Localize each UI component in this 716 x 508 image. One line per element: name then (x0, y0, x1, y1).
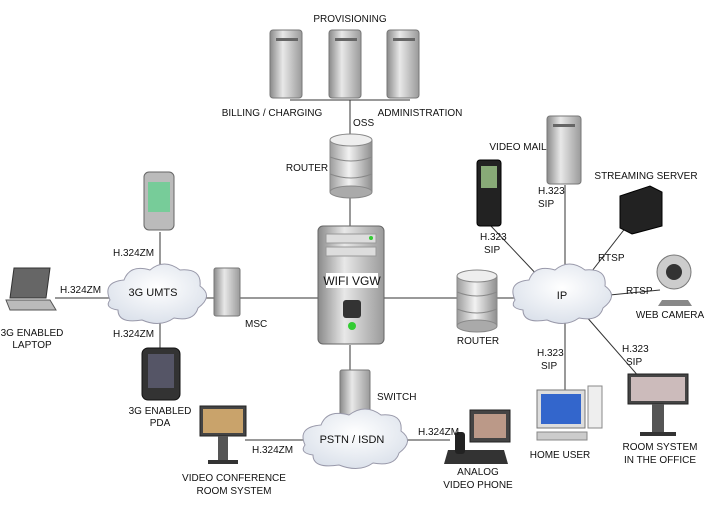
msc-icon (213, 267, 241, 317)
video-mail-server-icon (546, 115, 582, 185)
video-mail-label: VIDEO MAIL (489, 142, 547, 153)
wifi-vgw-label-bg (326, 273, 378, 288)
video-conference-room-system-icon (199, 405, 247, 464)
pda-label-line2: PDA (150, 418, 171, 429)
h323-phone-label-line2: SIP (484, 245, 500, 256)
provisioning-label: PROVISIONING (313, 14, 387, 25)
h323-mail-label-line1: H.323 (538, 186, 565, 197)
umts-cloud-icon (107, 263, 207, 324)
streaming-server-label: STREAMING SERVER (594, 171, 697, 182)
room-system-office-icon (627, 373, 689, 436)
pstn-isdn-cloud-label: PSTN / ISDN (320, 434, 385, 446)
administration-server-icon (386, 29, 420, 99)
ip-cloud-label: IP (557, 290, 567, 302)
vc-label-line1: VIDEO CONFERENCE (182, 473, 286, 484)
h324-analog-label: H.324ZM (418, 427, 459, 438)
router-right-label: ROUTER (457, 336, 499, 347)
h323-home-label-line1: H.323 (537, 348, 564, 359)
ip-cloud-icon (512, 263, 612, 324)
analog-label-line2: VIDEO PHONE (443, 480, 513, 491)
analog-label-line1: ANALOG (457, 467, 499, 478)
web-camera-icon (656, 254, 692, 306)
router-top-icon (329, 133, 373, 199)
web-camera-label: WEB CAMERA (636, 310, 705, 321)
laptop-icon (5, 267, 57, 311)
laptop-label-line1: 3G ENABLED (1, 328, 64, 339)
home-user-computer-icon (536, 385, 603, 441)
msc-label: MSC (245, 319, 267, 330)
pda-label-line1: 3G ENABLED (129, 406, 192, 417)
router-top-label: ROUTER (286, 163, 328, 174)
home-user-label: HOME USER (530, 450, 591, 461)
h323-phone-label-line1: H.323 (480, 232, 507, 243)
smartphone-icon (143, 171, 175, 231)
pda-icon (141, 347, 181, 401)
provisioning-server-icon (328, 29, 362, 99)
wifi-vgw-label: WIFI VGW (323, 274, 381, 288)
oss-label: OSS (353, 118, 374, 129)
h324-laptop-label: H.324ZM (60, 285, 101, 296)
h324-phone-label: H.324ZM (113, 248, 154, 259)
billing-label: BILLING / CHARGING (222, 108, 323, 119)
mobile-phone-icon (476, 159, 502, 227)
administration-label: ADMINISTRATION (378, 108, 463, 119)
room-system-label-line2: IN THE OFFICE (624, 455, 696, 466)
streaming-server-icon (619, 185, 663, 235)
room-system-label-line1: ROOM SYSTEM (622, 442, 697, 453)
billing-server-icon (269, 29, 303, 99)
h323-room-label-line2: SIP (626, 357, 642, 368)
umts-cloud-label: 3G UMTS (129, 287, 178, 299)
pstn-isdn-cloud-icon (302, 408, 408, 469)
h323-mail-label-line2: SIP (538, 199, 554, 210)
h323-room-label-line1: H.323 (622, 344, 649, 355)
switch-label: SWITCH (377, 392, 416, 403)
h324-pda-label: H.324ZM (113, 329, 154, 340)
analog-video-phone-icon (444, 409, 511, 464)
laptop-label-line2: LAPTOP (12, 340, 52, 351)
h323-home-label-line2: SIP (541, 361, 557, 372)
vc-label-line2: ROOM SYSTEM (196, 486, 271, 497)
router-right-icon (456, 269, 498, 333)
h324-vc-label: H.324ZM (252, 445, 293, 456)
rtsp-camera-label: RTSP (626, 286, 653, 297)
rtsp-stream-label: RTSP (598, 253, 625, 264)
